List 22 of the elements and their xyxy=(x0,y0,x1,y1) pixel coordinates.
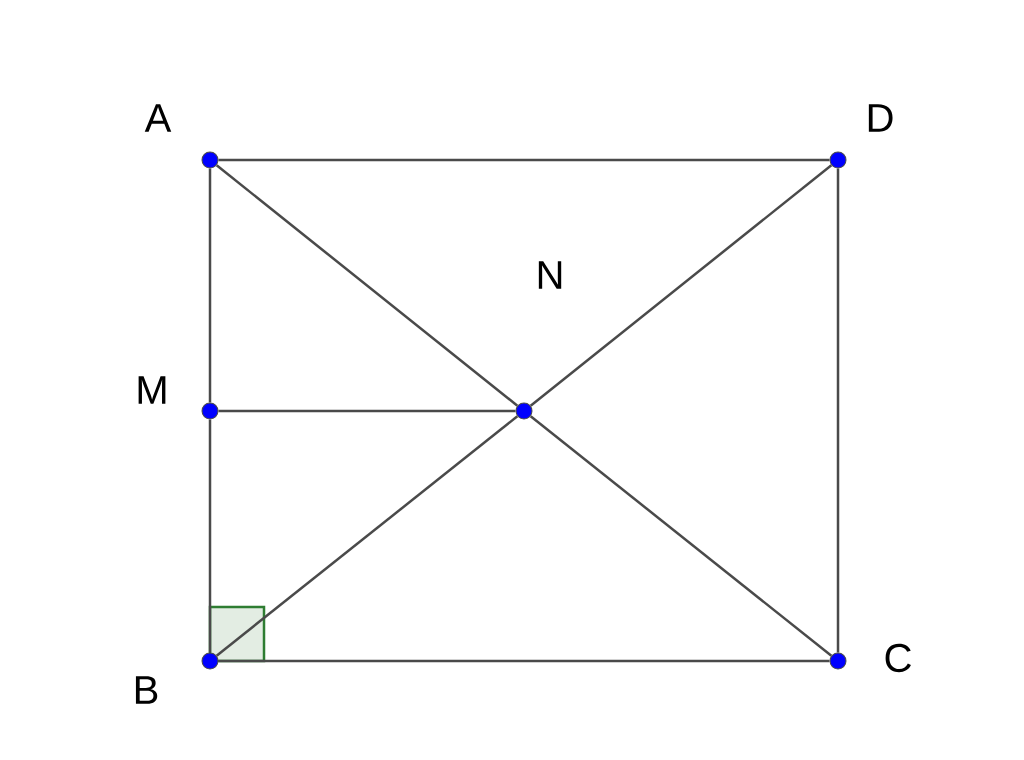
segment xyxy=(529,415,833,657)
segment xyxy=(836,168,840,653)
point xyxy=(201,151,219,169)
segment xyxy=(208,168,212,403)
point-label: C xyxy=(885,643,911,673)
segment xyxy=(218,659,830,663)
point-label: D xyxy=(868,104,893,132)
segment xyxy=(529,164,833,407)
point xyxy=(201,402,219,420)
segment xyxy=(208,419,212,653)
point xyxy=(515,402,533,420)
point xyxy=(829,652,847,670)
segment xyxy=(215,164,519,407)
point xyxy=(201,652,219,670)
point-label: N xyxy=(538,261,562,289)
point xyxy=(829,151,847,169)
segment xyxy=(218,158,830,162)
segment xyxy=(215,415,519,657)
segment xyxy=(218,409,516,413)
point-label: A xyxy=(144,104,172,132)
point-label: M xyxy=(138,376,166,404)
point-label: B xyxy=(135,676,158,704)
